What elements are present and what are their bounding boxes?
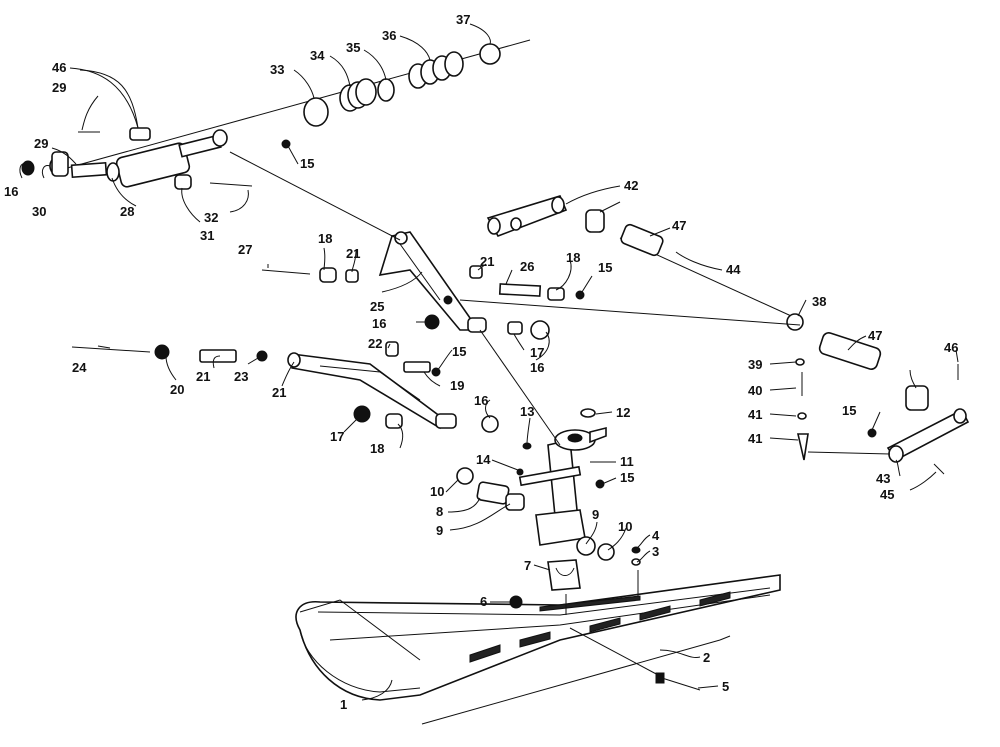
callout-25: 27 [238,242,252,257]
callout-16d: 17 [330,429,344,444]
callout-16b: 16 [530,360,544,375]
callout-17b: 18 [370,441,384,456]
callout-8: 8 [436,504,443,519]
callout-16a: 16 [372,316,386,331]
callout-18b: 18 [566,250,580,265]
callout-36: 38 [812,294,826,309]
spring-assembly [303,43,501,127]
callout-26: 28 [120,204,134,219]
callout-29b: 31 [200,228,214,243]
spindle [518,426,607,546]
callout-37: 39 [748,357,762,372]
assembly-lines [229,151,891,677]
callout-15f: 16 [4,184,18,199]
callout-20: 21 [196,369,210,384]
ski-bolt [655,672,701,691]
callout-42: 44 [726,262,741,277]
lower-a-arm [71,341,499,433]
callout-23: 25 [370,299,384,314]
callout-12: 12 [616,405,630,420]
callout-18c: 19 [450,378,464,393]
callout-leaders [19,23,959,701]
callout-27: 29 [34,136,48,151]
callout-18d: 20 [170,382,184,397]
callout-9b: 9 [592,507,599,522]
callout-7: 7 [524,558,531,573]
callout-24: 26 [520,259,534,274]
callout-32: 34 [310,48,325,63]
callout-16c: 16 [474,393,488,408]
callout-numbers: 1 2 3 4 5 6 7 8 9 9 10 10 11 12 13 14 15… [4,12,958,712]
callout-46a: 47 [672,218,686,233]
callout-21d: 23 [234,369,248,384]
callout-21b: 21 [480,254,494,269]
callout-45: 46 [52,60,66,75]
tie-rod-assembly [486,195,970,475]
callout-13: 13 [520,404,534,419]
callout-14: 14 [476,452,491,467]
callout-9a: 9 [436,523,443,538]
callout-22: 24 [72,360,87,375]
callout-18a: 18 [318,231,332,246]
ski [295,574,781,701]
callout-41a: 42 [624,178,638,193]
callout-15a: 15 [300,156,314,171]
shock-absorber [21,39,531,190]
callout-15c: 15 [452,344,466,359]
spindle-hardware [456,408,641,609]
callout-17a: 17 [530,345,544,360]
callout-15e: 15 [842,403,856,418]
callout-10a: 10 [430,484,444,499]
saddle-bracket [547,559,581,591]
wear-bar [421,635,731,725]
callout-4: 4 [652,528,660,543]
callout-35: 37 [456,12,470,27]
callout-43: 45 [880,487,894,502]
upper-a-arm [261,231,585,340]
callout-21c: 22 [368,336,382,351]
callout-2: 2 [703,650,710,665]
callout-34: 36 [382,28,396,43]
callout-39: 41 [748,407,762,422]
callout-46b: 47 [868,328,882,343]
callout-6: 6 [480,594,487,609]
callout-44: 46 [944,340,958,355]
callout-1: 1 [340,697,347,712]
callout-11: 11 [620,454,634,469]
callout-10b: 10 [618,519,632,534]
callout-29a: 30 [32,204,46,219]
callout-5: 5 [722,679,729,694]
callout-15b: 15 [620,470,634,485]
callout-3: 3 [652,544,659,559]
callout-41b: 43 [876,471,890,486]
callout-21a: 21 [346,246,360,261]
callout-28: 29 [52,80,66,95]
callout-30: 32 [204,210,218,225]
callout-38: 40 [748,383,762,398]
callout-19: 21 [272,385,286,400]
callout-40: 41 [748,431,762,446]
callout-15d: 15 [598,260,612,275]
callout-31: 33 [270,62,284,77]
callout-33: 35 [346,40,360,55]
